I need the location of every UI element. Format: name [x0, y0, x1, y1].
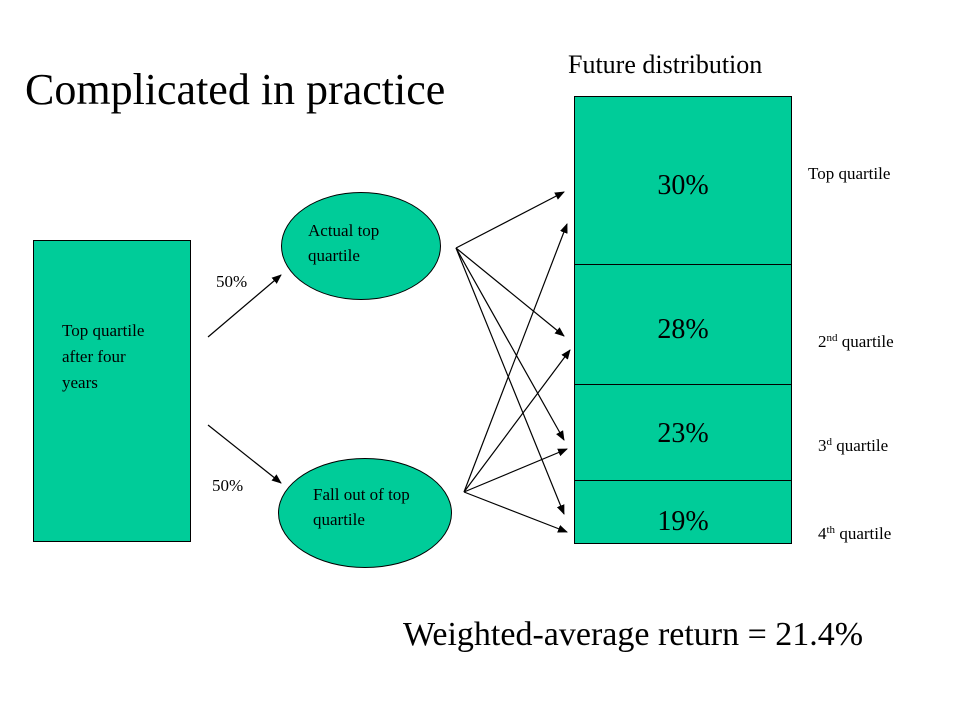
arrow-fall-to-q2 — [463, 349, 571, 493]
quartile-label-fourth: 4th quartile — [818, 524, 892, 543]
segment-value-third: 23% — [657, 418, 709, 449]
quartile-label-third: 3d quartile — [818, 436, 889, 455]
quartile-label-top: Top quartile — [808, 164, 891, 183]
fall-out-node — [278, 458, 452, 568]
actual-top-quartile-label: Actual top quartile — [308, 221, 380, 265]
arrow-top-to-q4 — [455, 247, 565, 515]
segment-value-second: 28% — [657, 314, 709, 345]
segment-value-fourth: 19% — [657, 506, 709, 537]
arrow-fall-to-q1 — [463, 223, 568, 493]
weighted-average-footer: Weighted-average return = 21.4% — [403, 616, 864, 653]
arrow-top-to-q3 — [455, 247, 565, 441]
arrow-top-to-q1 — [455, 191, 565, 249]
arrow-source-to-fall-out — [207, 424, 282, 484]
arrow-fall-to-q4 — [463, 491, 568, 533]
upper-branch-percent: 50% — [216, 272, 248, 291]
future-distribution-stack — [574, 96, 792, 544]
future-distribution-title: Future distribution — [568, 50, 763, 79]
arrow-top-to-q2 — [455, 247, 565, 337]
source-box-label: Top quartile after four years — [62, 321, 145, 392]
stack-divider — [574, 264, 792, 265]
fall-out-label: Fall out of top quartile — [313, 485, 410, 529]
stack-divider — [574, 480, 792, 481]
stack-divider — [574, 384, 792, 385]
slide-title: Complicated in practice — [25, 65, 446, 114]
lower-branch-percent: 50% — [212, 476, 244, 495]
source-box — [33, 240, 191, 542]
actual-top-quartile-node — [281, 192, 441, 300]
quartile-label-second: 2nd quartile — [818, 332, 894, 351]
segment-value-top: 30% — [657, 170, 709, 201]
arrow-fall-to-q3 — [463, 448, 568, 493]
